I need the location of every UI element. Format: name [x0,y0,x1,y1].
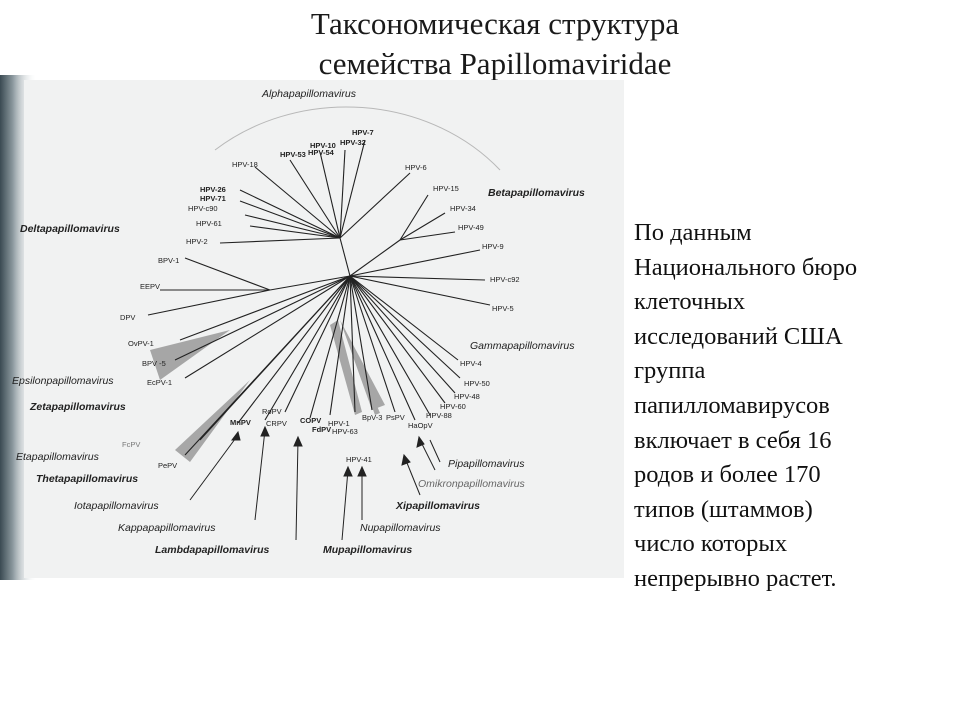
leaf-hpv-18: HPV-18 [232,160,258,169]
leaf-hpv-41: HPV-41 [346,455,372,464]
genus-kappa: Kappapapillomavirus [118,522,216,534]
side-line-5: группа [634,357,706,385]
genus-omikron: Omikronpapillomavirus [418,478,526,490]
leaf-hpv-2: HPV-2 [186,237,208,246]
leaf-hpv-53: HPV-53 [280,150,306,159]
genus-zeta: Zetapapillomavirus [29,401,126,413]
leaf-hpv-1: HPV-1 [328,419,350,428]
phylogenetic-tree-figure: HPV-7 HPV-32 HPV-10 HPV-54 HPV-53 HPV-18… [0,75,625,580]
side-line-11: непрерывно растет. [634,564,837,592]
side-description: По данным Национального бюро клеточных и… [634,216,954,597]
leaf-hpv-32: HPV-32 [340,138,366,147]
leaf-hpv-c92: HPV-c92 [490,275,520,284]
leaf-hpv-71: HPV-71 [200,194,226,203]
leaf-hpv-63: HPV-63 [332,427,358,436]
leaf-mnpv: MnPV [230,418,251,427]
genus-xi: Xipapillomavirus [395,500,480,512]
side-line-8: родов и более 170 [634,461,821,489]
leaf-hpv-60: HPV-60 [440,402,466,411]
side-line-6: папилломавирусов [634,391,830,419]
title-line-1: Таксономическая структура [310,6,680,41]
leaf-ecpv-1: EcPV-1 [147,378,172,387]
leaf-bpv-3: BpV-3 [362,413,382,422]
side-line-3: клеточных [634,288,746,316]
leaf-hpv-88: HPV-88 [426,411,452,420]
leaf-dpv: DPV [120,313,135,322]
genus-delta: Deltapapillomavirus [20,223,120,235]
leaf-hpv-6: HPV-6 [405,163,427,172]
leaf-hpv-50: HPV-50 [464,379,490,388]
tree-branches [147,139,491,456]
leaf-pspv: PsPV [386,413,405,422]
leaf-hpv-26: HPV-26 [200,185,226,194]
slide-title: Таксономическая структура семейства Papi… [0,4,960,84]
leaf-hpv-54: HPV-54 [308,148,335,157]
genus-pi: Pipapillomavirus [448,458,525,470]
genus-lambda: Lambdapapillomavirus [155,544,270,556]
leaf-eepv: EEPV [140,282,160,291]
leaf-hpv-9: HPV-9 [482,242,504,251]
side-line-2: Национального бюро [634,253,858,281]
leaf-hpv-34: HPV-34 [450,204,476,213]
genus-mu: Mupapillomavirus [323,544,412,556]
leaf-ovpv-1: OvPV-1 [128,339,154,348]
leaf-ropv: RoPV [262,407,282,416]
leaf-hpv-61: HPV-61 [196,219,222,228]
leaf-fdpv: FdPV [312,425,331,434]
side-line-4: исследований США [634,322,843,350]
leaf-copv: COPV [300,416,321,425]
genus-gamma: Gammapapillomavirus [470,340,575,352]
genus-epsilon: Epsilonpapillomavirus [12,375,114,387]
leaf-hpv-7: HPV-7 [352,128,374,137]
genus-theta: Thetapapillomavirus [36,473,138,485]
side-line-1: По данным [634,219,752,246]
tree-arrows [189,425,441,541]
leaf-hpv-4: HPV-4 [460,359,482,368]
leaf-hpv-5: HPV-5 [492,304,514,313]
side-line-7: включает в себя 16 [634,426,832,454]
leaf-hpv-c90: HPV-c90 [188,204,218,213]
leaf-pepv: PePV [158,461,177,470]
genus-nu: Nupapillomavirus [360,522,441,534]
leaf-hpv-10: HPV-10 [310,141,336,150]
tree-circle-outline [214,106,501,171]
scan-page-tint [24,80,624,578]
side-line-9: типов (штаммов) [634,495,813,523]
leaf-bpv-1: BPV-1 [158,256,179,265]
leaf-hpv-49: HPV-49 [458,223,484,232]
genus-beta: Betapapillomavirus [488,187,585,199]
title-line-2: семейства Papillomaviridae [318,46,672,81]
leaf-crpv: CRPV [266,419,287,428]
genus-iota: Iotapapillomavirus [74,500,159,512]
genus-labels: Alphapapillomavirus Betapapillomavirus G… [12,88,585,556]
leaf-hpv-15: HPV-15 [433,184,459,193]
genus-eta: Etapapillomavirus [16,451,100,463]
leaf-haopv: HaOpV [408,421,433,430]
genus-alpha: Alphapapillomavirus [261,88,357,100]
leaf-labels: HPV-7 HPV-32 HPV-10 HPV-54 HPV-53 HPV-18… [120,128,520,470]
side-line-10: число которых [634,530,788,558]
leaf-fcpv: FcPV [122,440,140,449]
leaf-hpv-48: HPV-48 [454,392,480,401]
leaf-bpv-5: BPV -5 [142,359,166,368]
